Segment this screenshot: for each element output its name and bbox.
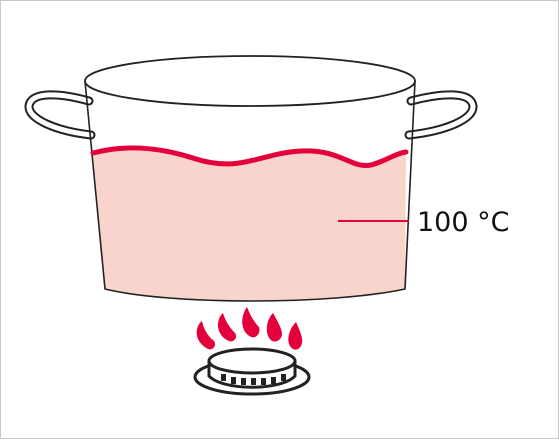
flame-icon [267, 313, 282, 342]
water-body [93, 148, 406, 301]
flame-icon [197, 321, 215, 349]
flame-icon [288, 322, 302, 350]
burner-cap-top [209, 349, 295, 373]
flame-icon [218, 313, 236, 341]
gas-burner-icon [195, 349, 309, 394]
burner-flames [197, 307, 303, 350]
temperature-label: 100 °C [417, 207, 509, 238]
flame-icon [242, 307, 259, 337]
pot-rim [85, 56, 415, 106]
